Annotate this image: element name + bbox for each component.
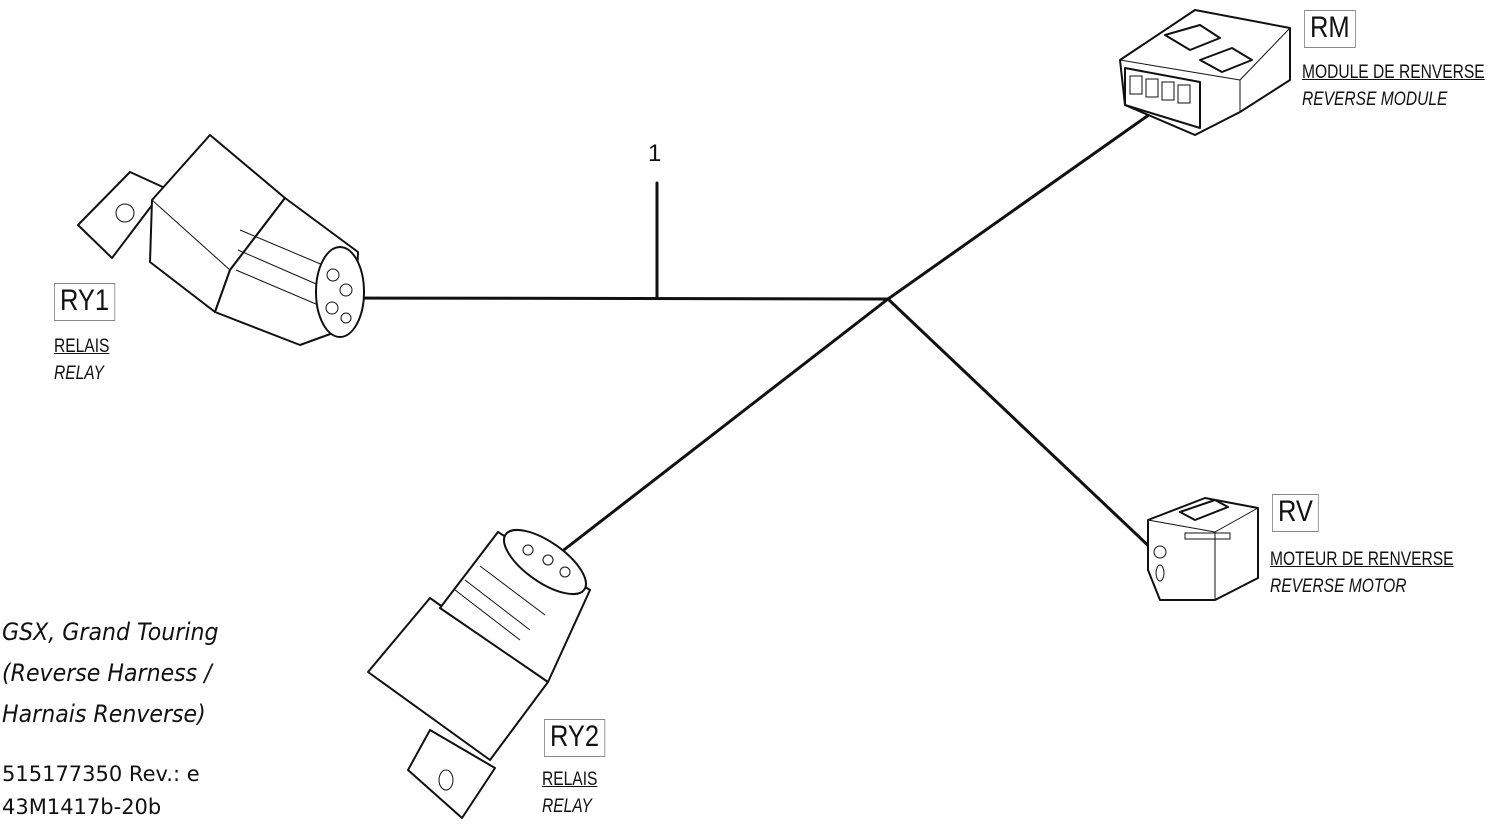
wire-to-ry1 [343, 296, 890, 301]
drawing-number: 43M1417b-20b [2, 795, 162, 819]
relay-ry1-illustration [77, 134, 365, 346]
rm-name-fr: MODULE DE RENVERSE [1302, 62, 1485, 83]
rm-code-label: RM [1304, 10, 1356, 48]
rv-name-en: REVERSE MOTOR [1270, 576, 1407, 597]
relay-ry2-illustration [367, 528, 591, 819]
wire-harness [343, 105, 1162, 558]
ry2-code-label: RY2 [544, 719, 606, 757]
ry1-name-en: RELAY [54, 363, 104, 384]
rm-name-en: REVERSE MODULE [1302, 89, 1448, 110]
rv-name-fr: MOTEUR DE RENVERSE [1270, 549, 1454, 570]
connector-rv-illustration [1147, 497, 1259, 601]
wire-to-rm [886, 105, 1162, 301]
diagram-title-line3: Harnais Renverse) [2, 700, 206, 728]
diagram-title-line2: (Reverse Harness / [2, 659, 212, 687]
wire-to-ry2 [554, 297, 890, 558]
wire-to-rv [886, 297, 1157, 554]
ry2-name-en: RELAY [542, 796, 592, 817]
part-number: 515177350 Rev.: e [2, 762, 200, 786]
callout-number: 1 [648, 140, 662, 167]
connector-rm-illustration [1119, 9, 1291, 136]
diagram-title-line1: GSX, Grand Touring [2, 618, 219, 646]
ry2-name-fr: RELAIS [542, 769, 598, 790]
ry1-name-fr: RELAIS [54, 336, 110, 357]
ry1-code-label: RY1 [54, 283, 116, 321]
rv-code-label: RV [1272, 494, 1319, 532]
